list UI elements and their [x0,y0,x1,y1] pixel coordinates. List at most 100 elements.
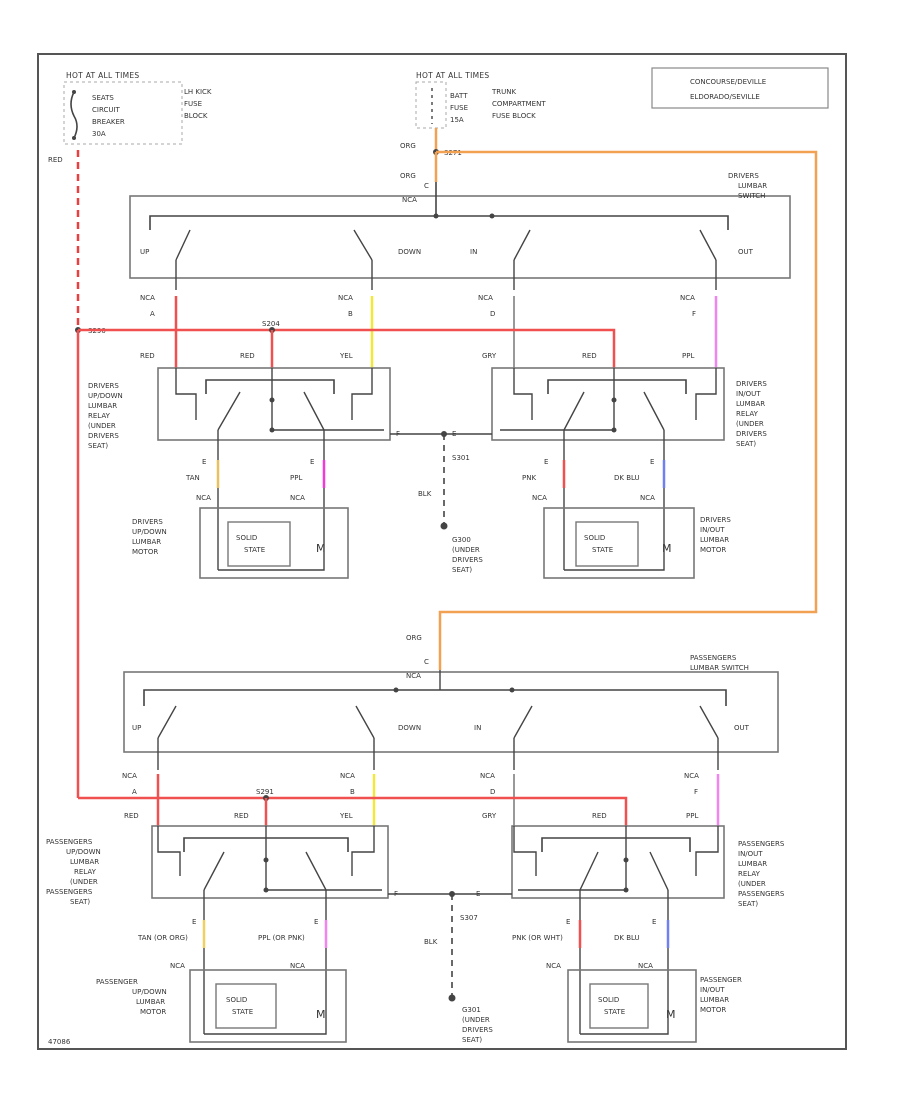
ground-name-line: DRIVERS [462,1026,493,1034]
legend-item-2: ELDORADO/SEVILLE [690,93,760,101]
mid-fuse-line: BATT [450,92,468,100]
wire-color: GRY [482,812,497,820]
breaker-terminal [72,136,76,140]
mid-fuse-line: 15A [450,116,464,124]
relay-name-line: IN/OUT [736,390,761,398]
relay-node [611,397,617,403]
power-source-left: HOT AT ALL TIMES SEATS CIRCUIT BREAKER 3… [48,71,212,330]
splice-s291: S291 [256,788,274,796]
wire-color: RED [140,352,155,360]
splice-s301: S301 [452,454,470,462]
red-bus-passenger [78,796,628,826]
relay-name-line: SEAT) [88,442,108,450]
bus-dot [509,687,515,693]
driver-updown-motor: SOLID STATE M DRIVERS UP/DOWN LUMBAR MOT… [132,507,349,579]
left-fuse-lines: SEATS CIRCUIT BREAKER 30A LH KICK FUSE B… [92,88,212,138]
motor-name-line: IN/OUT [700,526,725,534]
relay-node [263,857,269,863]
ground-wire-color: BLK [418,490,432,498]
driver-sw-in: IN [470,248,477,256]
motor-name-line: MOTOR [700,1006,726,1014]
solid-state-box [589,983,649,1029]
relay-name-line: PASSENGERS [738,840,785,848]
relay-box [157,367,391,441]
left-fuse-line: 30A [92,130,106,138]
relay-node [623,857,629,863]
bot-pin: E [314,918,318,926]
motor-box [543,507,695,579]
motor-name-line: DRIVERS [132,518,163,526]
relay-name-line: PASSENGERS [46,888,93,896]
wire-color: PPL [682,352,694,360]
relay-coil-lead [513,368,533,420]
motor-name-line: MOTOR [700,546,726,554]
relay-box [511,825,725,899]
wire-color: RED [234,812,249,820]
bus-dot [393,687,399,693]
ground-wire-color: BLK [424,938,438,946]
ground-name-line: G300 [452,536,471,544]
bot-wire-color: PPL (OR PNK) [258,934,305,942]
motor-box [189,969,347,1043]
relay-name-line: DRIVERS [88,382,119,390]
solid-state-label: STATE [244,546,265,554]
left-fuse-block-line: BLOCK [184,112,208,120]
passenger-ground: F E S307 BLK G301 (UNDER DRIVERS SEAT) [388,890,512,1044]
contact-out [699,229,717,261]
driver-feed-nca: NCA [402,196,417,204]
relay-name-line: (UNDER [88,422,116,430]
passenger-sw-up: UP [132,724,141,732]
wire-color: GRY [482,352,497,360]
passenger-feed-color: ORG [406,634,422,642]
mid-fuse-line: FUSE [450,104,468,112]
passenger-switch-bus [143,689,727,706]
relay-name-line: DRIVERS [736,430,767,438]
motor-name-line: UP/DOWN [132,988,167,996]
driver-inout-relay [491,367,725,460]
left-feed-color: RED [48,156,63,164]
nca-label: NCA [170,962,185,970]
relay-contact [303,391,325,431]
left-fuse-line: CIRCUIT [92,106,121,114]
wire-color: YEL [339,352,353,360]
wire-color: RED [124,812,139,820]
nca-label: NCA [122,772,137,780]
passenger-motor-wires: E E E E TAN (OR ORG) PPL (OR PNK) PNK (O… [137,918,670,972]
left-fuse-block-line: LH KICK [184,88,212,96]
nca-label: NCA [338,294,353,302]
pin-num: D [490,310,495,318]
relay-contact [649,851,669,891]
contact-out [699,705,719,739]
solid-state-label: SOLID [226,996,247,1004]
pin-num: A [132,788,137,796]
motor-name-line: MOTOR [140,1008,166,1016]
orange-feed-to-passenger [436,150,818,640]
relay-name-line: RELAY [74,868,97,876]
diagram-frame [37,53,847,1050]
bot-pin: E [566,918,570,926]
motor-name-line: LUMBAR [700,996,729,1004]
relay-name-line: (UNDER [736,420,764,428]
solid-state-label: STATE [232,1008,253,1016]
solid-state-label: SOLID [584,534,605,542]
relay-name-line: PASSENGERS [738,890,785,898]
bus-dot [489,213,495,219]
mid-fuse-block-line: COMPARTMENT [492,100,546,108]
ground-point [440,522,448,530]
passenger-sw-down: DOWN [398,724,421,732]
nca-label: NCA [196,494,211,502]
relay-name-line: LUMBAR [88,402,117,410]
relay-name-line: DRIVERS [88,432,119,440]
motor-name-line: PASSENGER [96,978,138,986]
bot-wire-color: PNK [522,474,536,482]
relay-name-line: LUMBAR [738,860,767,868]
contact-down [355,705,375,739]
relay-name-line: SEAT) [70,898,90,906]
relay-coil-lead [695,368,717,420]
nca-label: NCA [478,294,493,302]
bot-pin: E [544,458,548,466]
splice-s307: S307 [460,914,478,922]
nca-label: NCA [532,494,547,502]
